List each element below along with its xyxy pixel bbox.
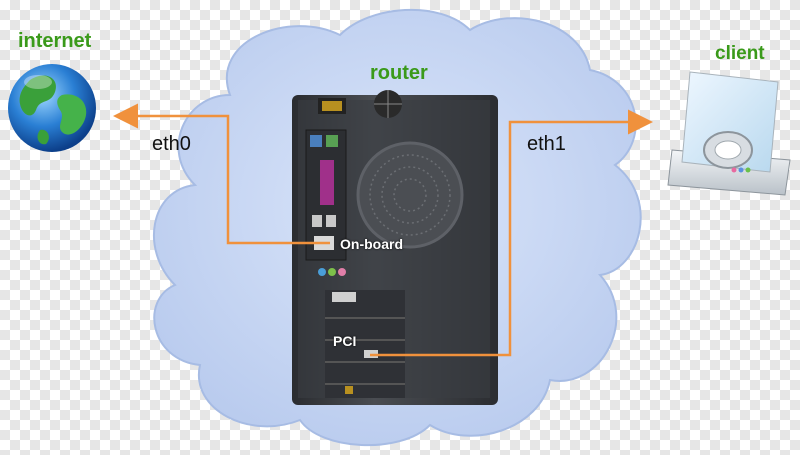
router-label: router — [370, 62, 428, 84]
psu-fan-icon — [374, 90, 402, 118]
pc-tower-icon — [292, 90, 498, 405]
eth0-label: eth0 — [152, 133, 191, 155]
onboard-port-label: On-board — [340, 236, 403, 252]
eth0-link-line — [113, 103, 330, 245]
pci-port-label: PCI — [333, 333, 357, 349]
globe-icon — [8, 64, 96, 152]
client-label: client — [715, 43, 765, 64]
internet-label: internet — [18, 30, 92, 52]
eth1-link-line — [370, 109, 653, 357]
eth1-label: eth1 — [527, 133, 566, 155]
case-fan-grille-icon — [356, 141, 464, 249]
client-computer-icon — [667, 71, 791, 196]
